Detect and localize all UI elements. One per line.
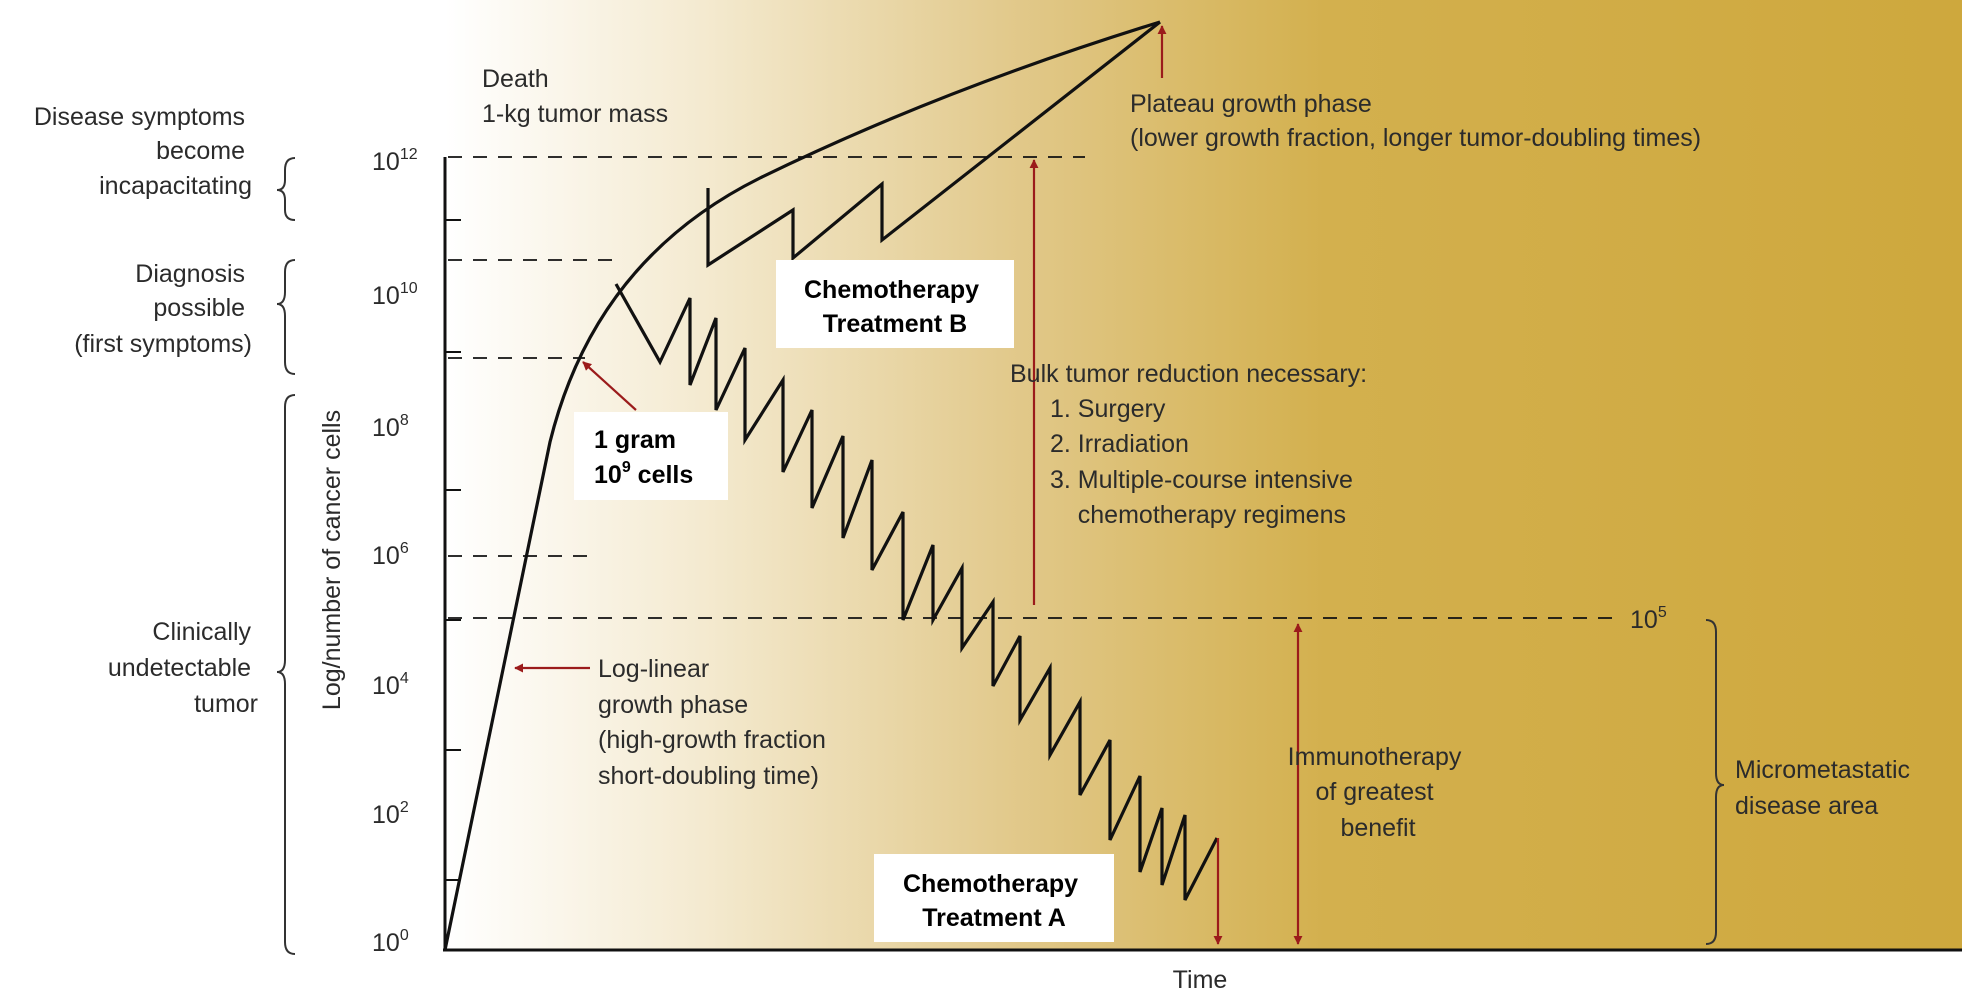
y-axis-minor-ticks xyxy=(445,219,461,881)
y-tick-label: 106 xyxy=(372,540,409,570)
treatment-a-sawtooth xyxy=(614,283,1219,901)
threshold-label-10e5: 105 xyxy=(1630,604,1667,634)
svg-text:1 gram: 1 gram xyxy=(594,426,676,454)
box-treatment-a: Chemotherapy Treatment A xyxy=(874,854,1114,942)
immunotherapy-label: Immunotherapy of greatest benefit xyxy=(1288,743,1469,842)
stage-braces xyxy=(276,157,1725,955)
y-tick-label: 104 xyxy=(372,670,409,700)
arrow-one-gram xyxy=(582,361,637,411)
stage-label-undetectable: Clinically undetectable tumor xyxy=(108,618,258,718)
y-axis-label: Log/number of cancer cells xyxy=(318,410,346,710)
y-tick-label: 108 xyxy=(372,412,409,442)
svg-text:Chemotherapy Treatment A: Chemotherapy Treatment A xyxy=(903,870,1085,932)
y-tick-label: 1012 xyxy=(372,146,418,176)
box-treatment-b: Chemotherapy Treatment B xyxy=(776,260,1014,348)
y-tick-label: 100 xyxy=(372,927,409,957)
bulk-reduction-label: Bulk tumor reduction necessary: 1. Surge… xyxy=(0,0,1402,529)
micrometastatic-label: Micrometastatic disease area xyxy=(1735,756,1917,820)
plateau-label: Plateau growth phase (lower growth fract… xyxy=(1130,90,1701,152)
dashed-reference-lines xyxy=(448,156,1622,619)
y-axis-tick-labels: 100 102 104 106 108 1010 1012 xyxy=(372,146,418,957)
brace-incapacitating xyxy=(276,157,296,221)
stage-label-diagnosis: Diagnosis possible (first symptoms) xyxy=(74,260,252,358)
treatment-b-sawtooth xyxy=(706,20,1161,268)
y-tick-label: 102 xyxy=(372,799,409,829)
box-one-gram: 1 gram 109 cells xyxy=(574,412,728,500)
svg-text:Chemotherapy Treatment B: Chemotherapy Treatment B xyxy=(804,276,986,338)
tumor-growth-curve xyxy=(443,20,1161,951)
brace-undetectable xyxy=(276,394,296,955)
brace-micrometastatic xyxy=(1705,619,1725,945)
stage-label-incapacitating: Disease symptoms become incapacitating xyxy=(34,103,252,200)
log-linear-label: Log-linear growth phase (high-growth fra… xyxy=(598,655,833,790)
x-axis-label: Time xyxy=(1173,966,1228,994)
y-tick-label: 1010 xyxy=(372,280,418,310)
brace-diagnosis xyxy=(276,259,296,375)
death-label: Death 1-kg tumor mass xyxy=(482,65,668,128)
annotation-arrows xyxy=(514,25,1303,945)
svg-text:109 cells: 109 cells xyxy=(594,459,693,489)
